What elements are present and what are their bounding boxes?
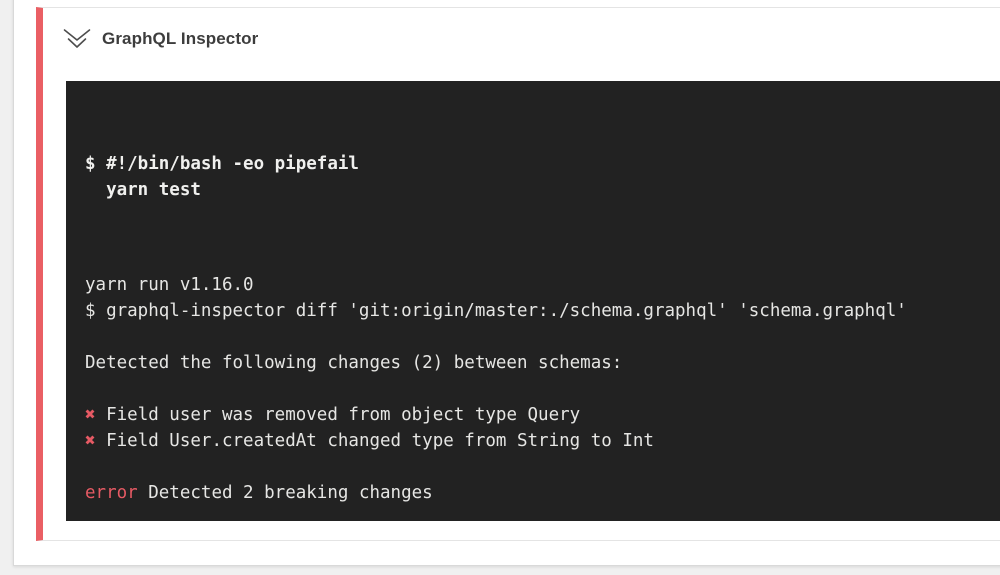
step-header[interactable]: GraphQL Inspector	[43, 8, 1000, 50]
build-step-card: GraphQL Inspector $ #!/bin/bash -eo pipe…	[13, 0, 1000, 566]
terminal-line	[85, 454, 1000, 480]
terminal-line	[85, 506, 1000, 521]
step-title: GraphQL Inspector	[102, 28, 259, 48]
terminal-line	[85, 376, 1000, 402]
terminal-output: $ #!/bin/bash -eo pipefail yarn test yar…	[66, 81, 1000, 521]
terminal-line: ✖ Field user was removed from object typ…	[85, 405, 581, 425]
chevron-double-down-icon[interactable]	[63, 27, 91, 50]
terminal-line: error Detected 2 breaking changes	[85, 483, 433, 503]
terminal-line: Detected the following changes (2) betwe…	[85, 353, 623, 373]
terminal-output-block: yarn run v1.16.0 $ graphql-inspector diff…	[85, 272, 1000, 521]
terminal-line	[85, 324, 1000, 350]
terminal-line: yarn run v1.16.0	[85, 275, 254, 295]
terminal-command-block: $ #!/bin/bash -eo pipefail yarn test	[85, 154, 359, 200]
terminal-line: $ graphql-inspector diff 'git:origin/mas…	[85, 301, 907, 321]
terminal-line: ✖ Field User.createdAt changed type from…	[85, 431, 654, 451]
build-step-section: GraphQL Inspector $ #!/bin/bash -eo pipe…	[36, 7, 1000, 541]
